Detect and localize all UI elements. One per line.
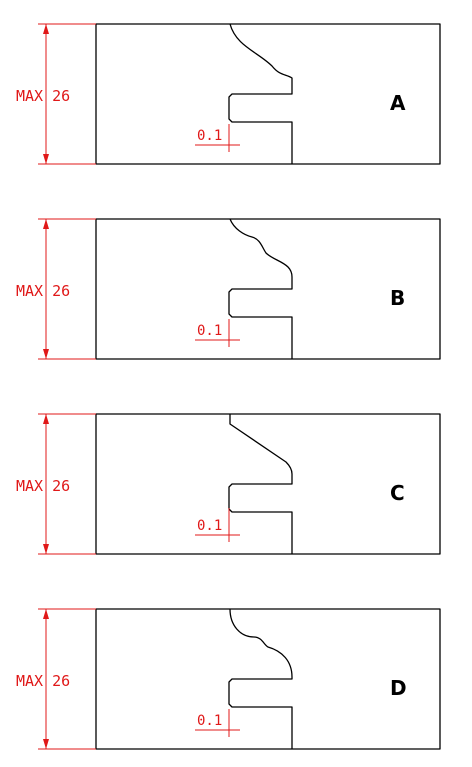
arrow-up-icon — [43, 24, 49, 34]
arrow-down-icon — [43, 544, 49, 554]
profile-outline — [95, 218, 441, 360]
height-dimension-text: MAX 26 — [16, 87, 70, 105]
profile-label: C — [390, 481, 405, 505]
arrow-down-icon — [43, 739, 49, 749]
height-dimension-text: MAX 26 — [16, 282, 70, 300]
arrow-down-icon — [43, 349, 49, 359]
height-dimension-text: MAX 26 — [16, 672, 70, 690]
groove-dimension-text: 0.1 — [197, 518, 222, 534]
profile-label: D — [390, 676, 407, 700]
arrow-up-icon — [43, 219, 49, 229]
profile-c: MAX 26 0.1 C — [16, 413, 441, 555]
profile-outline — [95, 608, 441, 750]
profile-b: MAX 26 0.1 B — [16, 218, 441, 360]
profile-a: MAX 26 0.1 A — [16, 23, 441, 165]
profile-label: B — [390, 286, 405, 310]
profile-outline — [95, 413, 441, 555]
arrow-up-icon — [43, 414, 49, 424]
height-dimension-text: MAX 26 — [16, 477, 70, 495]
profile-d: MAX 26 0.1 D — [16, 608, 441, 750]
arrow-down-icon — [43, 154, 49, 164]
arrow-up-icon — [43, 609, 49, 619]
profile-label: A — [390, 91, 406, 115]
groove-dimension-text: 0.1 — [197, 128, 222, 144]
groove-dimension-text: 0.1 — [197, 323, 222, 339]
groove-dimension-text: 0.1 — [197, 713, 222, 729]
profile-outline — [95, 23, 441, 165]
